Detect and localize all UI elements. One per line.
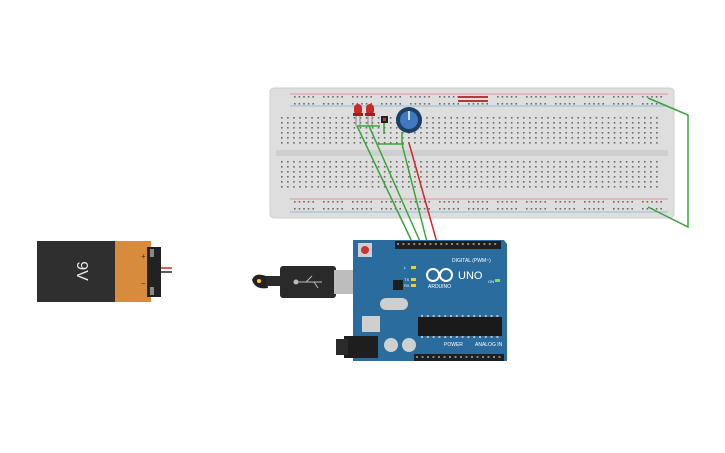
battery-9v[interactable]: 9V + −: [37, 241, 172, 302]
power-header-label: POWER: [444, 342, 463, 348]
power-analog-header[interactable]: [414, 354, 504, 361]
tx-label: TX: [404, 277, 409, 282]
l-label: L: [404, 265, 407, 270]
potentiometer-icon[interactable]: [396, 107, 422, 133]
wire-green-1[interactable]: [356, 125, 415, 247]
board-brand: ARDUINO: [428, 284, 451, 290]
small-sensor[interactable]: [381, 116, 388, 123]
analog-header-label: ANALOG IN: [475, 342, 503, 348]
battery-plus: +: [141, 252, 146, 261]
atmega-chip[interactable]: [418, 317, 502, 336]
battery-minus: −: [141, 279, 146, 288]
wire-green-2[interactable]: [368, 125, 423, 247]
digital-header-label: DIGITAL (PWM~): [452, 258, 491, 264]
led-1[interactable]: [353, 104, 363, 126]
battery-label: 9V: [73, 261, 90, 281]
usb-plug-icon: [293, 275, 322, 289]
resistor[interactable]: [458, 96, 488, 102]
led-2[interactable]: [365, 104, 375, 126]
breadboard[interactable]: [269, 87, 675, 219]
wire-green-power-loop[interactable]: [647, 97, 689, 229]
on-label: ON: [488, 279, 494, 284]
arduino-logo-icon: [426, 268, 453, 282]
digital-header[interactable]: [395, 241, 501, 249]
arduino-uno[interactable]: DIGITAL (PWM~) UNO ARDUINO TX RX L ON PO…: [336, 240, 507, 361]
rx-label: RX: [404, 283, 410, 288]
breadboard-jumpers[interactable]: [357, 123, 404, 145]
wire-green-3[interactable]: [401, 143, 429, 247]
board-model: UNO: [458, 270, 483, 282]
